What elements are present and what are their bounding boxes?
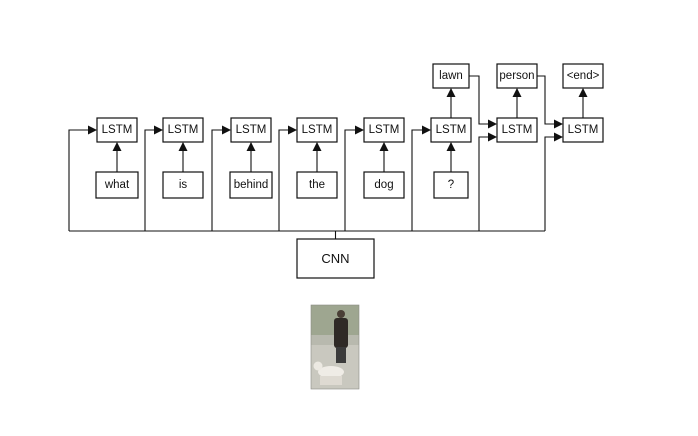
cnn-feed-arrowhead bbox=[554, 132, 563, 142]
word-input-arrowhead bbox=[446, 142, 456, 151]
cnn-feed-arrowhead bbox=[154, 125, 163, 135]
lstm-step-1: LSTM what bbox=[95, 117, 139, 199]
lstm-label: LSTM bbox=[369, 124, 400, 136]
cnn-feed-arrowhead bbox=[288, 125, 297, 135]
photo-person-coat bbox=[334, 318, 348, 348]
lstm-box bbox=[230, 117, 272, 143]
cnn-feed-line bbox=[411, 129, 430, 231]
lstm-step-8: LSTM <end> bbox=[562, 63, 604, 143]
photo-dog-legs bbox=[320, 376, 342, 385]
cnn-feed-line bbox=[478, 136, 496, 231]
photo-person-head bbox=[337, 310, 345, 318]
lstm-step-4: LSTM the bbox=[296, 117, 338, 199]
cnn-feed-arrowhead bbox=[355, 125, 364, 135]
decoder-feedback-line bbox=[469, 75, 496, 125]
lstm-step-7: LSTM person bbox=[496, 63, 538, 143]
word-output-arrowhead bbox=[578, 88, 588, 97]
lstm-step-5: LSTM dog bbox=[363, 117, 405, 199]
lstm-step-3: LSTM behind bbox=[229, 117, 273, 199]
cnn-feed-line bbox=[211, 129, 230, 231]
word-input-label: behind bbox=[234, 179, 269, 191]
lstm-box bbox=[430, 117, 472, 143]
decoder-feedback-arrowhead bbox=[488, 119, 497, 129]
decoder-feedback-arrowhead bbox=[554, 119, 563, 129]
lstm-step-2: LSTM is bbox=[162, 117, 204, 199]
lstm-label: LSTM bbox=[302, 124, 333, 136]
lstm-box bbox=[296, 117, 338, 143]
word-output-label: lawn bbox=[439, 70, 463, 82]
lstm-label: LSTM bbox=[236, 124, 267, 136]
connections bbox=[68, 75, 588, 239]
photo-person-legs bbox=[336, 347, 346, 363]
word-input-box bbox=[363, 171, 405, 199]
cnn-feed-arrowhead bbox=[422, 125, 431, 135]
word-input-box bbox=[95, 171, 139, 199]
word-input-box bbox=[433, 171, 469, 199]
word-input-arrowhead bbox=[246, 142, 256, 151]
word-input-label: what bbox=[104, 179, 130, 191]
word-input-arrowhead bbox=[312, 142, 322, 151]
word-output-label: <end> bbox=[567, 70, 600, 82]
word-output-label: person bbox=[499, 70, 534, 82]
photo-dog-head bbox=[313, 361, 323, 371]
word-output-arrowhead bbox=[512, 88, 522, 97]
cnn-feed-arrowhead bbox=[488, 132, 497, 142]
word-input-arrowhead bbox=[178, 142, 188, 151]
lstm-box bbox=[562, 117, 604, 143]
cnn-feed-line bbox=[278, 129, 296, 231]
word-output-arrowhead bbox=[446, 88, 456, 97]
lstm-box bbox=[496, 117, 538, 143]
cnn-feed-arrowhead bbox=[88, 125, 97, 135]
cnn-feed-line bbox=[68, 129, 96, 231]
lstm-box bbox=[96, 117, 138, 143]
word-input-box bbox=[229, 171, 273, 199]
word-output-box bbox=[496, 63, 538, 89]
photo-dog-body bbox=[318, 366, 344, 378]
lstm-label: LSTM bbox=[102, 124, 133, 136]
lstm-box bbox=[162, 117, 204, 143]
cnn-feed-arrowhead bbox=[222, 125, 231, 135]
decoder-feedback-line bbox=[537, 75, 562, 125]
cnn-box bbox=[296, 238, 375, 279]
lstm-box bbox=[363, 117, 405, 143]
cnn-label: CNN bbox=[321, 251, 349, 266]
lstm-label: LSTM bbox=[436, 124, 467, 136]
word-input-label: the bbox=[309, 179, 325, 191]
cnn-feed-line bbox=[544, 136, 562, 231]
lstm-label: LSTM bbox=[168, 124, 199, 136]
lstm-label: LSTM bbox=[502, 124, 533, 136]
word-input-box bbox=[296, 171, 338, 199]
lstm-label: LSTM bbox=[568, 124, 599, 136]
word-input-arrowhead bbox=[112, 142, 122, 151]
word-output-box bbox=[562, 63, 604, 89]
word-input-label: ? bbox=[448, 179, 454, 191]
word-input-label: dog bbox=[374, 179, 393, 191]
cnn-feed-line bbox=[144, 129, 162, 231]
word-input-box bbox=[162, 171, 204, 199]
word-input-arrowhead bbox=[379, 142, 389, 151]
input-photo bbox=[310, 304, 360, 390]
lstm-step-6: LSTM? lawn bbox=[430, 63, 472, 199]
photo-frame bbox=[310, 304, 360, 390]
word-input-label: is bbox=[179, 179, 188, 191]
word-output-box bbox=[432, 63, 470, 89]
cnn-feed-line bbox=[344, 129, 363, 231]
cnn-block: CNN bbox=[296, 238, 375, 279]
lstm-chain: LSTMwhatLSTMisLSTMbehindLSTMtheLSTMdogLS… bbox=[95, 63, 604, 199]
